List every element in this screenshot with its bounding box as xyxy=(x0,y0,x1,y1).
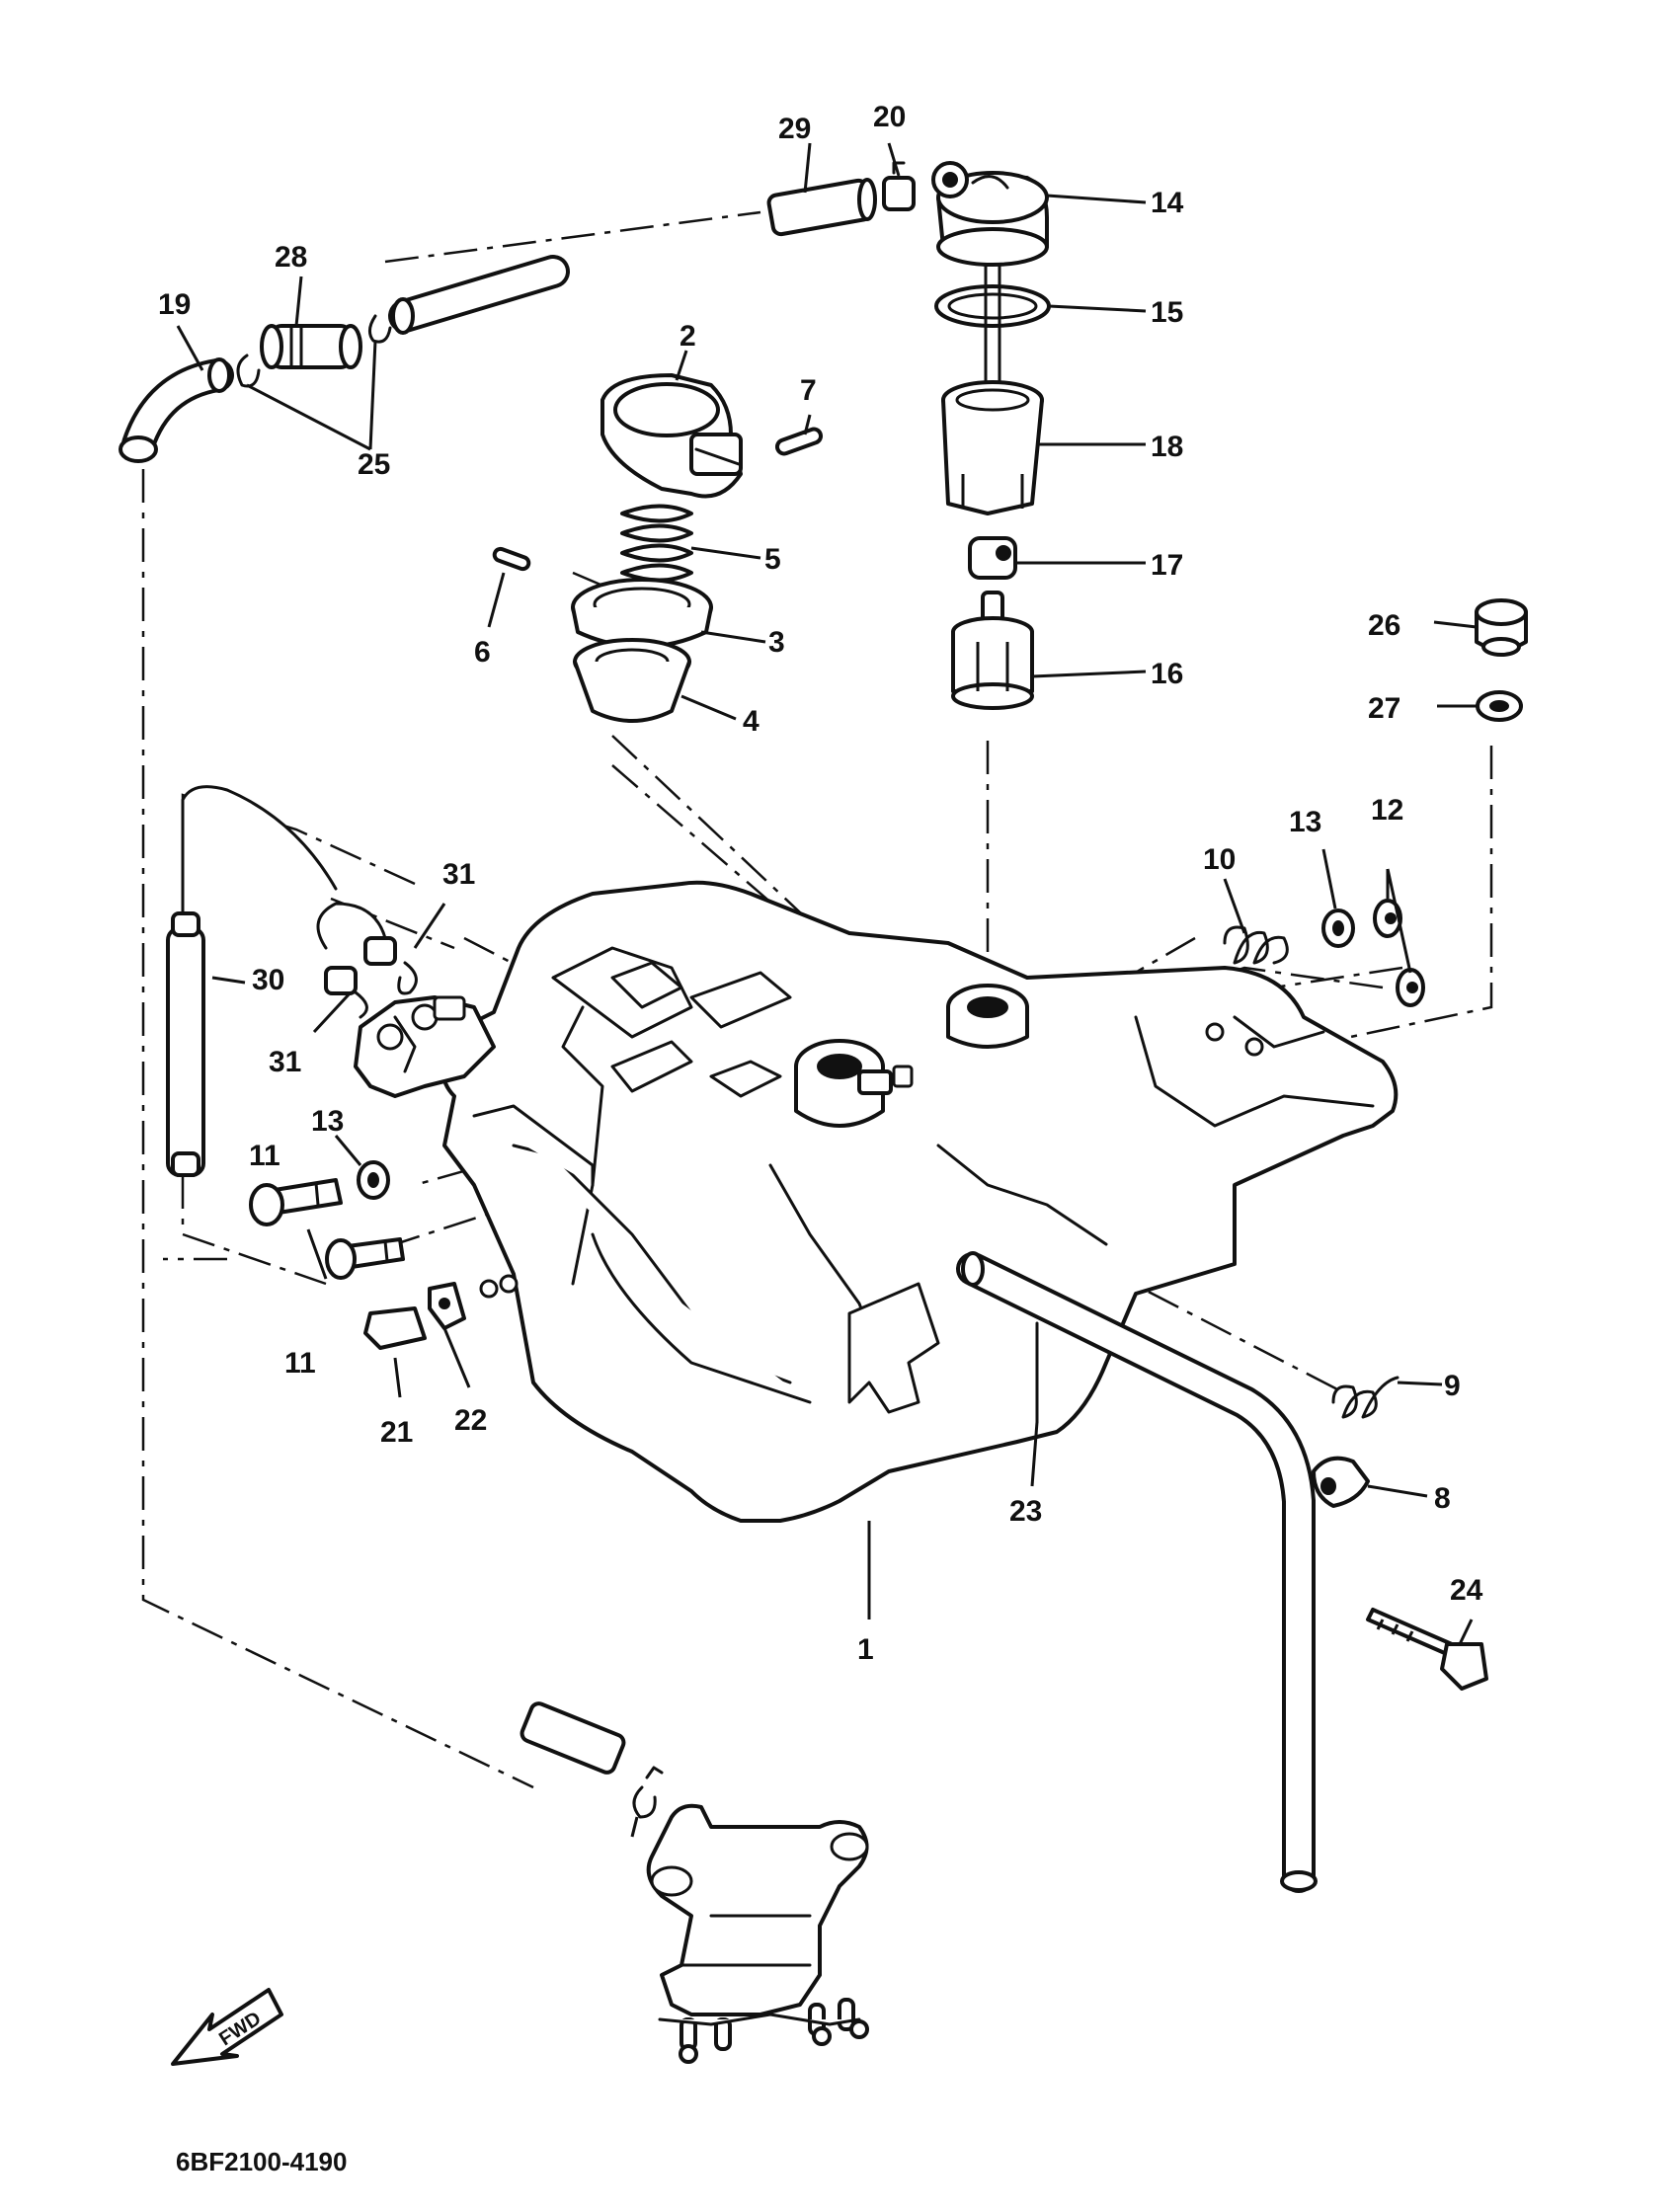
hose-clip-26-bottom xyxy=(632,1766,664,1819)
strainer-16 xyxy=(951,591,1034,710)
leader-lines xyxy=(176,142,1478,1838)
callout-11-upper: 11 xyxy=(249,1140,280,1172)
hose-clip-20 xyxy=(882,161,916,211)
grommet-13-right xyxy=(1321,908,1355,948)
callout-27: 27 xyxy=(1368,692,1400,725)
callout-11-lower: 11 xyxy=(284,1347,316,1380)
callout-20: 20 xyxy=(873,101,906,133)
hose-clip-25-left xyxy=(236,354,261,388)
hose-clip-31-lower xyxy=(324,966,368,1019)
callout-2: 2 xyxy=(680,320,696,353)
hose-clip-31-upper xyxy=(363,936,418,995)
callout-31-upper: 31 xyxy=(442,858,475,891)
cap-26 xyxy=(1475,598,1528,657)
fuel-pump-unit xyxy=(646,1803,869,2064)
spring-clip-10 xyxy=(1223,925,1289,965)
collar-12-upper xyxy=(1373,899,1402,938)
callout-3: 3 xyxy=(768,626,785,659)
bolt-11-lower xyxy=(325,1237,405,1280)
callout-7: 7 xyxy=(800,374,817,407)
callout-14: 14 xyxy=(1151,187,1184,219)
callout-19: 19 xyxy=(158,288,191,321)
callout-6: 6 xyxy=(474,636,491,669)
grommet-13-left xyxy=(357,1160,390,1200)
hose-29 xyxy=(766,178,877,237)
callout-10: 10 xyxy=(1203,843,1236,876)
callout-12: 12 xyxy=(1371,794,1403,827)
callout-labels: 1 2 3 4 5 6 7 8 9 10 11 11 12 13 13 14 1… xyxy=(158,101,1483,1666)
callout-23: 23 xyxy=(1009,1495,1042,1528)
callout-28: 28 xyxy=(275,241,307,274)
bolt-11-upper xyxy=(249,1178,343,1226)
fwd-arrow: FWD xyxy=(171,1988,283,2066)
callout-17: 17 xyxy=(1151,549,1183,582)
cap-8 xyxy=(1312,1456,1370,1508)
callout-26-top: 26 xyxy=(1368,609,1400,642)
bolt-24 xyxy=(1366,1608,1488,1691)
filler-neck-4 xyxy=(573,638,691,723)
pin-7 xyxy=(774,427,824,456)
washer-27 xyxy=(1476,690,1523,722)
callout-16: 16 xyxy=(1151,658,1183,690)
callout-1: 1 xyxy=(857,1633,874,1666)
callout-18: 18 xyxy=(1151,431,1183,463)
gasket-3 xyxy=(571,578,713,649)
callout-29: 29 xyxy=(778,113,811,145)
callout-31-lower: 31 xyxy=(269,1046,301,1078)
callout-4: 4 xyxy=(743,705,760,738)
fuel-hose-upper xyxy=(388,255,570,335)
pump-cap-14 xyxy=(931,161,1049,267)
clip-21 xyxy=(363,1306,427,1350)
pump-sleeve-18 xyxy=(941,380,1044,515)
spring-clip-9 xyxy=(1331,1376,1399,1419)
callout-21: 21 xyxy=(380,1416,413,1449)
filler-cap-2 xyxy=(600,373,743,499)
hose-bottom xyxy=(520,1701,626,1775)
collar-12-lower xyxy=(1396,968,1425,1007)
fuel-filter-28 xyxy=(260,324,362,369)
clip-22 xyxy=(428,1282,466,1330)
callout-13-left: 13 xyxy=(311,1105,344,1138)
callout-9: 9 xyxy=(1444,1370,1461,1402)
o-ring-15 xyxy=(934,265,1051,385)
callout-13-right: 13 xyxy=(1289,806,1321,838)
callout-30: 30 xyxy=(252,964,284,996)
fuel-tank xyxy=(354,880,1399,1523)
fitting-17 xyxy=(968,536,1017,580)
callout-22: 22 xyxy=(454,1404,487,1437)
pin-6 xyxy=(492,546,531,572)
breather-pipe-23 xyxy=(956,1251,1318,1893)
spring-5 xyxy=(620,504,693,583)
drawing-code: 6BF2100-4190 xyxy=(176,2147,347,2176)
fuel-hose-19 xyxy=(119,357,234,463)
callout-15: 15 xyxy=(1151,296,1183,329)
callout-24: 24 xyxy=(1450,1574,1483,1607)
callout-8: 8 xyxy=(1434,1482,1451,1515)
callout-25-left: 25 xyxy=(358,448,390,481)
callout-5: 5 xyxy=(764,543,781,576)
hose-clip-25-right xyxy=(368,314,392,344)
